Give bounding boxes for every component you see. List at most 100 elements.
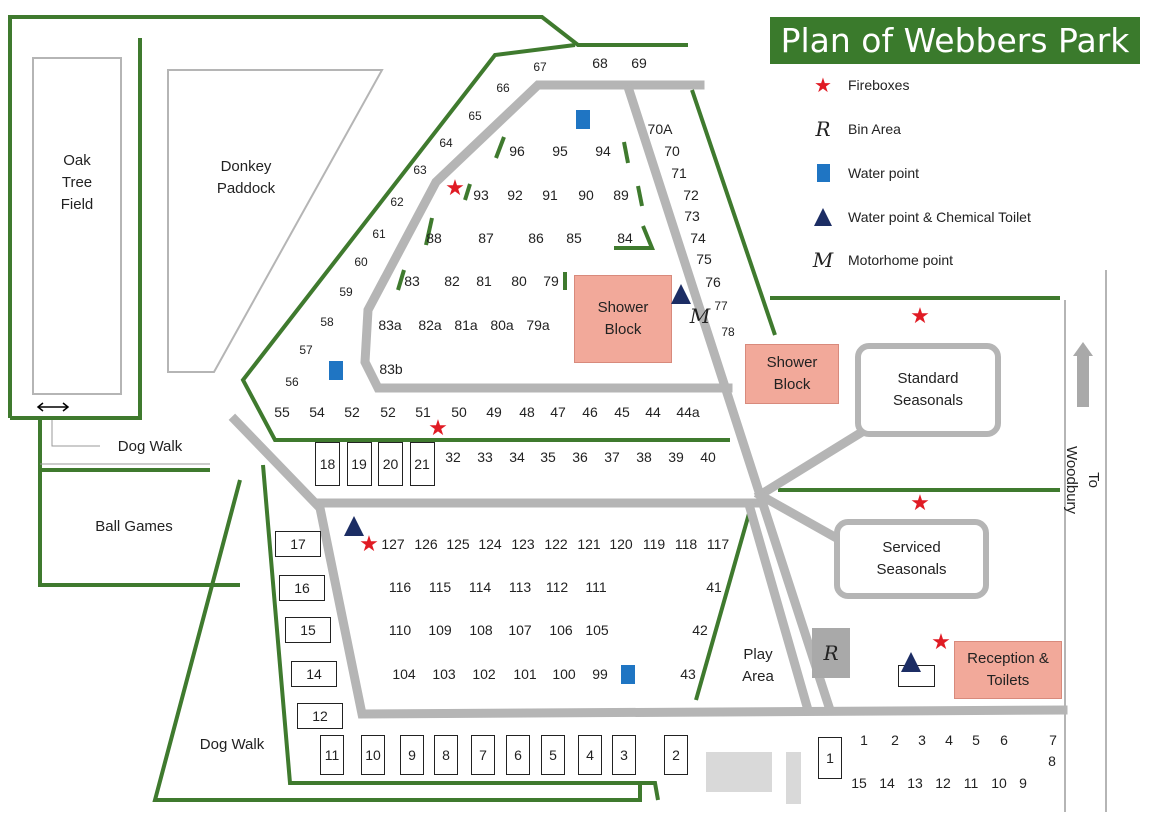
water-toilet-icon [671,284,691,304]
firebox-icon: ★ [931,629,951,654]
pitch-label: 96 [509,143,525,159]
triangle-icon [808,208,838,226]
standard-seasonals-label: Standard Seasonals [892,370,964,409]
pitch-label: 119 [642,536,666,552]
pitch-label: 75 [696,251,712,267]
pitch-label: 63 [413,163,427,177]
pitch-label: 82 [444,273,460,289]
pitch-label: 52 [344,404,360,420]
pitch-label: 64 [439,136,453,150]
pitch-label: 56 [285,375,299,389]
legend-water-toilet: Water point & Chemical Toilet [808,204,1031,230]
pitch-label: 65 [468,109,482,123]
pitch-label: 83 [404,273,420,289]
pitch-label: 2 [891,732,899,748]
pitch-box: 18 [315,442,340,486]
pitch-label: 9 [1019,775,1027,791]
pitch-box: 21 [409,442,435,486]
pitch-label: 36 [572,449,588,465]
pitch-label: 74 [690,230,706,246]
bin-area-icon: R [812,628,850,678]
pitch-label: 60 [354,255,368,269]
pitch-label: 111 [585,579,607,595]
pitch-label: 79a [526,317,550,333]
pitch-label: 125 [446,536,470,552]
shower-block: Shower Block [745,344,839,404]
pitch-box: 16 [279,575,325,601]
pitch-label: 47 [550,404,566,420]
pitch-label: 15 [851,775,867,791]
pitch-label: 89 [613,187,629,203]
pitch-label: 54 [309,404,325,420]
pitch-box: 14 [291,661,337,687]
pitch-box: 11 [320,735,344,775]
pitch-label: 110 [388,622,412,638]
pitch-label: 13 [907,775,923,791]
pitch-label: 35 [540,449,556,465]
pitch-label: 49 [486,404,502,420]
pitch-label: 1 [860,732,868,748]
dog-walk-label: Dog Walk [199,736,265,753]
pitch-label: 107 [508,622,532,638]
water-toilet-icon [344,516,364,536]
pitch-label: 123 [511,536,535,552]
pitch-label: 7 [1049,732,1057,748]
pitch-box: 20 [378,442,403,486]
pitch-label: 80 [511,273,527,289]
pitch-label: 81 [476,273,492,289]
pitch-label: 95 [552,143,568,159]
pitch-label: 5 [972,732,980,748]
pitch-label: 88 [426,230,442,246]
water-point-icon [621,665,635,684]
pitch-label: 80a [490,317,514,333]
legend-motorhome: M Motorhome point [808,247,953,273]
pitch-label: 6 [1000,732,1008,748]
legend-fireboxes: ★ Fireboxes [808,72,909,98]
motorhome-symbol-icon: M [812,248,834,272]
shower-block: Shower Block [574,275,672,363]
pitch-label: 124 [478,536,502,552]
pitch-label: 12 [935,775,951,791]
map-title: Plan of Webbers Park [770,17,1140,64]
pitch-box: 2 [664,735,688,775]
pitch-label: 70 [664,143,680,159]
pitch-label: 70A [647,121,673,137]
pitch-box: 3 [612,735,636,775]
pitch-label: 81a [454,317,478,333]
legend-water-point: Water point [808,160,919,186]
pitch-box: 8 [434,735,458,775]
pitch-label: 99 [592,666,608,682]
pitch-label: 87 [478,230,494,246]
pitch-label: 83b [379,361,403,377]
pitch-label: 55 [274,404,290,420]
pitch-label: 42 [692,622,708,638]
pitch-box: 17 [275,531,321,557]
serviced-seasonals: Serviced Seasonals [834,519,989,599]
pitch-label: 104 [392,666,416,682]
pitch-label: 84 [617,230,633,246]
pitch-label: 114 [468,579,492,595]
pitch-label: 94 [595,143,611,159]
pitch-box: 9 [400,735,424,775]
firebox-icon: ★ [910,490,930,515]
pitch-box: 12 [297,703,343,729]
bin-symbol-icon: R [815,117,831,141]
pitch-label: 93 [473,187,489,203]
pitch-label: 126 [414,536,438,552]
pitch-label: 91 [542,187,558,203]
dog-walk-label: Dog Walk [117,438,183,455]
reception-toilets: Reception & Toilets [954,641,1062,699]
pitch-label: 10 [991,775,1007,791]
pitch-label: 4 [945,732,953,748]
ball-games-label: Ball Games [95,518,173,535]
pitch-label: 38 [636,449,652,465]
pitch-label: 58 [320,315,334,329]
pitch-box: 5 [541,735,565,775]
pitch-label: 43 [680,666,696,682]
water-point-icon [576,110,590,129]
water-point-icon [808,164,838,182]
pitch-label: 106 [549,622,573,638]
pitch-label: 112 [545,579,569,595]
pitch-label: 59 [339,285,353,299]
